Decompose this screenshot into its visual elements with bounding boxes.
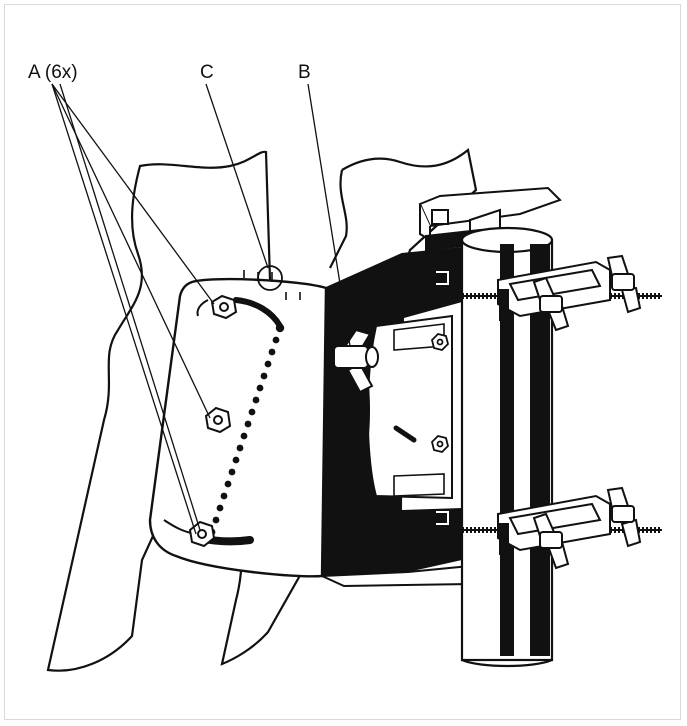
callout-a: A (6x) [28,62,78,83]
hex-nut-lower [188,520,216,548]
plate-bolt-2 [431,435,449,453]
leader-lines [51,83,351,535]
callout-b: B [298,62,311,83]
detail-circle-c [257,265,283,291]
wing-nut-upper-back [606,254,642,314]
hex-nut-upper [210,294,238,320]
wing-nut-upper-front [532,276,570,332]
callout-c: C [200,62,214,83]
rear-panel [46,150,272,672]
plate-bolt-1 [431,333,449,351]
hex-nut-middle [204,406,232,434]
wing-nut-lower-back [606,486,642,548]
lower-clamp-saddle [497,494,611,555]
wing-nut-lower-front [532,512,570,570]
top-clamp [418,186,562,252]
wing-bolt-b [333,328,379,394]
upper-clamp-saddle [497,260,611,321]
mounting-plate [148,270,328,578]
upper-slot [233,297,283,329]
